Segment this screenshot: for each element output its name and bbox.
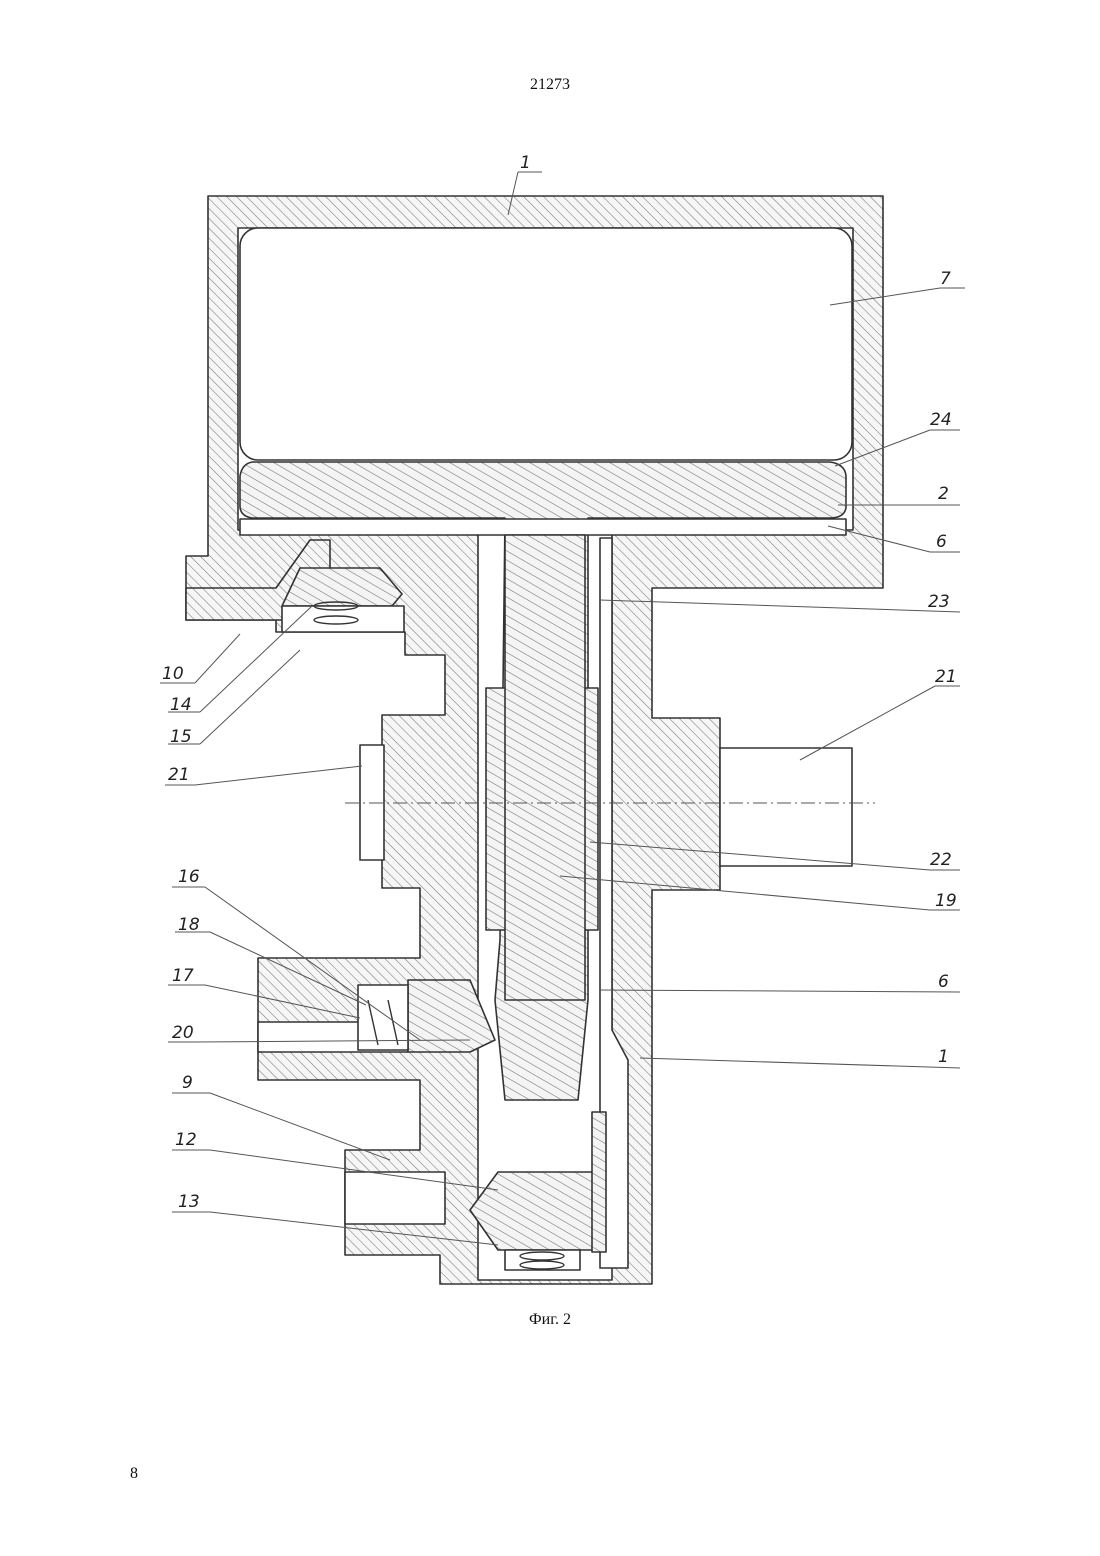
callout-21-right: 21 (935, 667, 957, 687)
callout-15: 15 (170, 727, 192, 747)
callout-23: 23 (928, 592, 950, 612)
callout-13: 13 (178, 1192, 200, 1212)
callout-9: 9 (182, 1073, 193, 1093)
chamber-7 (240, 228, 852, 460)
callout-21-left: 21 (168, 765, 190, 785)
stem-19 (505, 535, 585, 1000)
callout-10: 10 (162, 664, 184, 684)
gap-6 (240, 519, 846, 535)
callout-16: 16 (178, 867, 200, 887)
callout-1-bottom: 1 (938, 1047, 949, 1067)
callout-6-mid: 6 (938, 972, 949, 992)
callout-7: 7 (940, 269, 951, 289)
outlet-9 (345, 1172, 445, 1224)
callout-19: 19 (935, 891, 957, 911)
figure-caption: Фиг. 2 (0, 1311, 1100, 1329)
callout-22: 22 (930, 850, 952, 870)
callout-1-top: 1 (520, 153, 531, 173)
valve-12 (470, 1172, 598, 1250)
rod-23-lower (592, 1112, 606, 1252)
callout-2: 2 (938, 484, 949, 504)
flange-21-right (720, 748, 852, 866)
callout-20: 20 (172, 1023, 194, 1043)
callout-17: 17 (172, 966, 194, 986)
callout-12: 12 (175, 1130, 197, 1150)
page-number: 8 (130, 1465, 138, 1483)
callout-24: 24 (930, 410, 952, 430)
callout-6-top: 6 (936, 532, 947, 552)
callout-14: 14 (170, 695, 192, 715)
callout-18: 18 (178, 915, 200, 935)
valve-14 (282, 568, 402, 606)
